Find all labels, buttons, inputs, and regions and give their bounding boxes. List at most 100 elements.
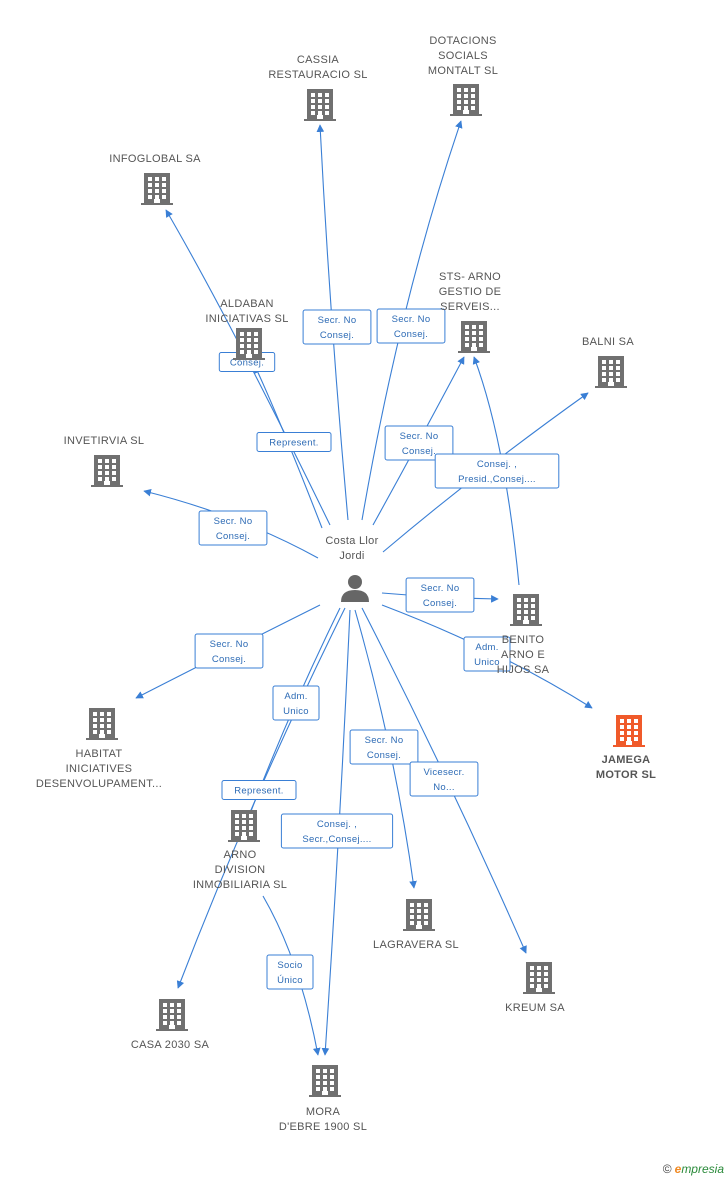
edge-label-box <box>434 453 560 489</box>
edge-label-text: Unico <box>283 706 309 717</box>
edge-label-text: Secr. No <box>392 314 431 325</box>
company-node-jamega[interactable] <box>613 715 645 747</box>
edge-label-box <box>349 729 419 765</box>
company-node-sts[interactable] <box>458 321 490 353</box>
company-node-dotacions[interactable] <box>450 84 482 116</box>
edge-label-box <box>280 813 394 849</box>
edge-label-box <box>405 577 475 613</box>
node-label-invetirvia: INVETIRVIA SL <box>64 435 144 447</box>
node-label-line: KREUM SA <box>505 1002 565 1014</box>
edge-label-text: Socio <box>277 960 302 971</box>
edge-label-mora[interactable]: Consej. , Secr.,Consej.... <box>280 813 394 849</box>
company-node-infoglobal[interactable] <box>141 173 173 205</box>
edge-label-text: Secr. No <box>400 431 439 442</box>
company-node-cassia[interactable] <box>304 89 336 121</box>
node-label-line: BENITO <box>502 634 545 646</box>
brand-name: mpresia <box>681 1162 724 1176</box>
edges-layer <box>135 120 593 1056</box>
node-label-infoglobal: INFOGLOBAL SA <box>109 153 201 165</box>
node-label-line: MOTOR SL <box>596 769 656 781</box>
edge-label-text: Vicesecr. <box>423 767 464 778</box>
person-icon <box>341 575 369 602</box>
node-label-line: STS- ARNO <box>439 271 501 283</box>
node-label-line: MONTALT SL <box>428 65 498 77</box>
building-icon <box>233 328 265 360</box>
node-label-line: GESTIO DE <box>439 286 502 298</box>
edge-label-box <box>409 761 479 797</box>
company-node-invetirvia[interactable] <box>91 455 123 487</box>
edge-label-kreum[interactable]: Vicesecr.No... <box>409 761 479 797</box>
edge-label-dotacions[interactable]: Secr. No Consej. <box>376 308 446 344</box>
edge-label-aldaban[interactable]: Represent. <box>256 432 332 452</box>
node-label-line: INICIATIVES <box>66 763 133 775</box>
node-label-balni: BALNI SA <box>582 336 634 348</box>
node-label-line: ALDABAN <box>220 298 273 310</box>
node-label-line: Costa Llor <box>325 535 378 547</box>
node-label-dotacions: DOTACIONS SOCIALS MONTALT SL <box>428 35 498 77</box>
node-label-kreum: KREUM SA <box>505 1002 565 1014</box>
company-node-kreum[interactable] <box>523 962 555 994</box>
company-node-mora[interactable] <box>309 1065 341 1097</box>
node-label-line: INMOBILIARIA SL <box>193 879 287 891</box>
edge-label-box <box>463 636 511 672</box>
edge-label-text: Represent. <box>234 786 283 797</box>
edge-label-text: Unico <box>474 657 500 668</box>
node-label-line: DIVISION <box>215 864 266 876</box>
company-node-aldaban[interactable] <box>233 328 265 360</box>
person-node-costa[interactable] <box>341 575 369 602</box>
building-icon <box>304 89 336 121</box>
building-icon <box>86 708 118 740</box>
company-node-habitat[interactable] <box>86 708 118 740</box>
edge-label-text: Consej. <box>230 358 264 369</box>
node-label-line: SERVEIS... <box>440 301 500 313</box>
edge-label-cassia[interactable]: Secr. No Consej. <box>302 309 372 345</box>
node-label-line: SOCIALS <box>438 50 488 62</box>
edge-label-text: Secr.,Consej.... <box>302 834 371 845</box>
node-label-line: CASSIA <box>297 54 340 66</box>
company-node-balni[interactable] <box>595 356 627 388</box>
node-label-casa2030: CASA 2030 SA <box>131 1039 209 1051</box>
edge-label-box <box>376 308 446 344</box>
edge-label-arno[interactable]: Represent. <box>221 780 297 800</box>
edge-label-text: Consej. , <box>317 819 357 830</box>
edge-label-text: Presid.,Consej.... <box>458 474 536 485</box>
node-label-lagravera: LAGRAVERA SL <box>373 939 459 951</box>
edge-label-text: Consej. <box>394 329 428 340</box>
node-label-line: HIJOS SA <box>497 664 550 676</box>
node-label-line: Jordi <box>339 550 364 562</box>
edge-label-box <box>256 432 332 452</box>
building-icon <box>450 84 482 116</box>
edge-label-balni[interactable]: Consej. ,Presid.,Consej.... <box>434 453 560 489</box>
edge-label-box <box>272 685 320 721</box>
node-label-line: MORA <box>306 1106 341 1118</box>
edge-label-text: Consej. <box>216 531 250 542</box>
edge-label-text: Secr. No <box>421 583 460 594</box>
edge-label-text: Consej. <box>320 330 354 341</box>
company-node-benito[interactable] <box>510 594 542 626</box>
edge-label-box <box>266 954 314 990</box>
node-label-line: LAGRAVERA SL <box>373 939 459 951</box>
company-node-lagravera[interactable] <box>403 899 435 931</box>
building-icon <box>403 899 435 931</box>
company-node-casa2030[interactable] <box>156 999 188 1031</box>
company-node-arno[interactable] <box>228 810 260 842</box>
copyright-symbol: © <box>662 1162 672 1176</box>
edge-label-jamega[interactable]: Adm.Unico <box>463 636 511 672</box>
building-icon <box>613 715 645 747</box>
node-label-line: DOTACIONS <box>429 35 496 47</box>
edge-label-text: Secr. No <box>318 315 357 326</box>
brand-initial: e <box>674 1162 682 1176</box>
edge-label-casa2030[interactable]: Adm.Unico <box>272 685 320 721</box>
